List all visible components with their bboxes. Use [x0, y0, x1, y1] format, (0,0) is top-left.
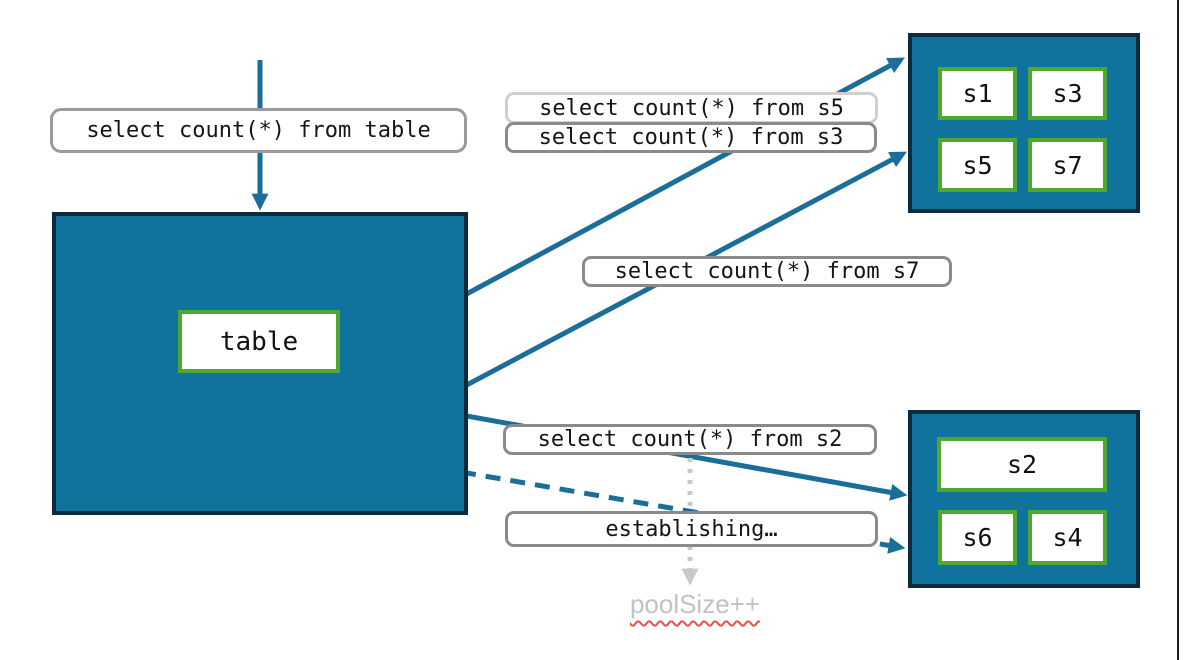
query-label-s5-text: select count(*) from s5: [539, 95, 844, 121]
query-label-s3-text: select count(*) from s3: [538, 125, 844, 150]
table-box: table: [52, 212, 468, 515]
poolsize-note: poolSize++: [595, 589, 795, 620]
query-label-s5: select count(*) from s5: [505, 92, 878, 124]
pool-slot-s1-text: s1: [962, 79, 993, 108]
pool-top-box: s1 s3 s5 s7: [908, 33, 1140, 213]
pool-slot-s5: s5: [938, 138, 1017, 192]
table-box-label-text: table: [219, 326, 299, 357]
pool-slot-s5-text: s5: [962, 150, 993, 180]
pool-slot-s4: s4: [1028, 510, 1107, 565]
pool-slot-s3-text: s3: [1052, 79, 1083, 108]
pool-bottom-box: s2 s6 s4: [908, 410, 1140, 588]
query-label-s2: select count(*) from s2: [503, 424, 877, 455]
poolsize-note-text: poolSize++: [629, 589, 761, 619]
pool-slot-s1: s1: [938, 67, 1017, 120]
query-label-table-text: select count(*) from table: [86, 118, 431, 143]
status-label-establishing-text: establishing…: [605, 516, 778, 542]
query-label-s7-text: select count(*) from s7: [614, 259, 920, 284]
query-label-table: select count(*) from table: [50, 108, 467, 153]
pool-slot-s6-text: s6: [962, 523, 993, 552]
pool-slot-s4-text: s4: [1052, 523, 1083, 552]
status-label-establishing: establishing…: [505, 511, 878, 547]
pool-slot-s2-text: s2: [1006, 450, 1038, 479]
pool-slot-s6: s6: [938, 510, 1017, 565]
pool-slot-s3: s3: [1028, 67, 1107, 120]
pool-slot-s2: s2: [937, 437, 1107, 492]
slide-right-edge-line: [1177, 0, 1179, 660]
query-label-s2-text: select count(*) from s2: [537, 427, 843, 452]
table-box-label: table: [178, 310, 340, 373]
query-label-s7: select count(*) from s7: [582, 256, 952, 287]
pool-slot-s7: s7: [1028, 138, 1107, 192]
pool-slot-s7-text: s7: [1052, 150, 1083, 180]
query-label-s3: select count(*) from s3: [505, 122, 877, 153]
